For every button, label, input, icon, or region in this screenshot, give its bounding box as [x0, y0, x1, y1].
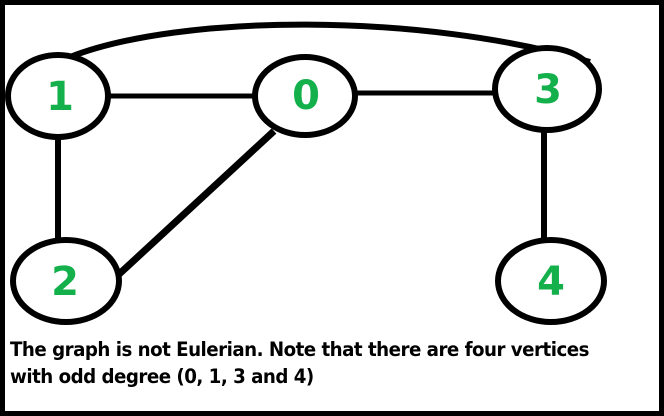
- node-3-ellipse: [492, 45, 602, 133]
- edge-1-3-curved: [68, 21, 591, 65]
- node-4-ellipse: [495, 237, 607, 325]
- edge-0-2: [113, 128, 277, 280]
- caption-line-1: The graph is not Eulerian. Note that the…: [10, 338, 589, 361]
- caption-text: The graph is not Eulerian. Note that the…: [10, 336, 608, 390]
- node-label-3: 3: [534, 67, 562, 113]
- node-group: [5, 45, 607, 325]
- node-label-4: 4: [537, 259, 565, 305]
- node-2-ellipse: [10, 237, 122, 325]
- node-label-2: 2: [51, 259, 79, 305]
- edge-group: [55, 21, 591, 280]
- node-0-ellipse: [252, 54, 358, 138]
- caption-line-2: with odd degree (0, 1, 3 and 4): [10, 365, 314, 388]
- node-label-1: 1: [46, 74, 74, 120]
- node-label-0: 0: [292, 73, 320, 119]
- node-1-ellipse: [5, 52, 111, 140]
